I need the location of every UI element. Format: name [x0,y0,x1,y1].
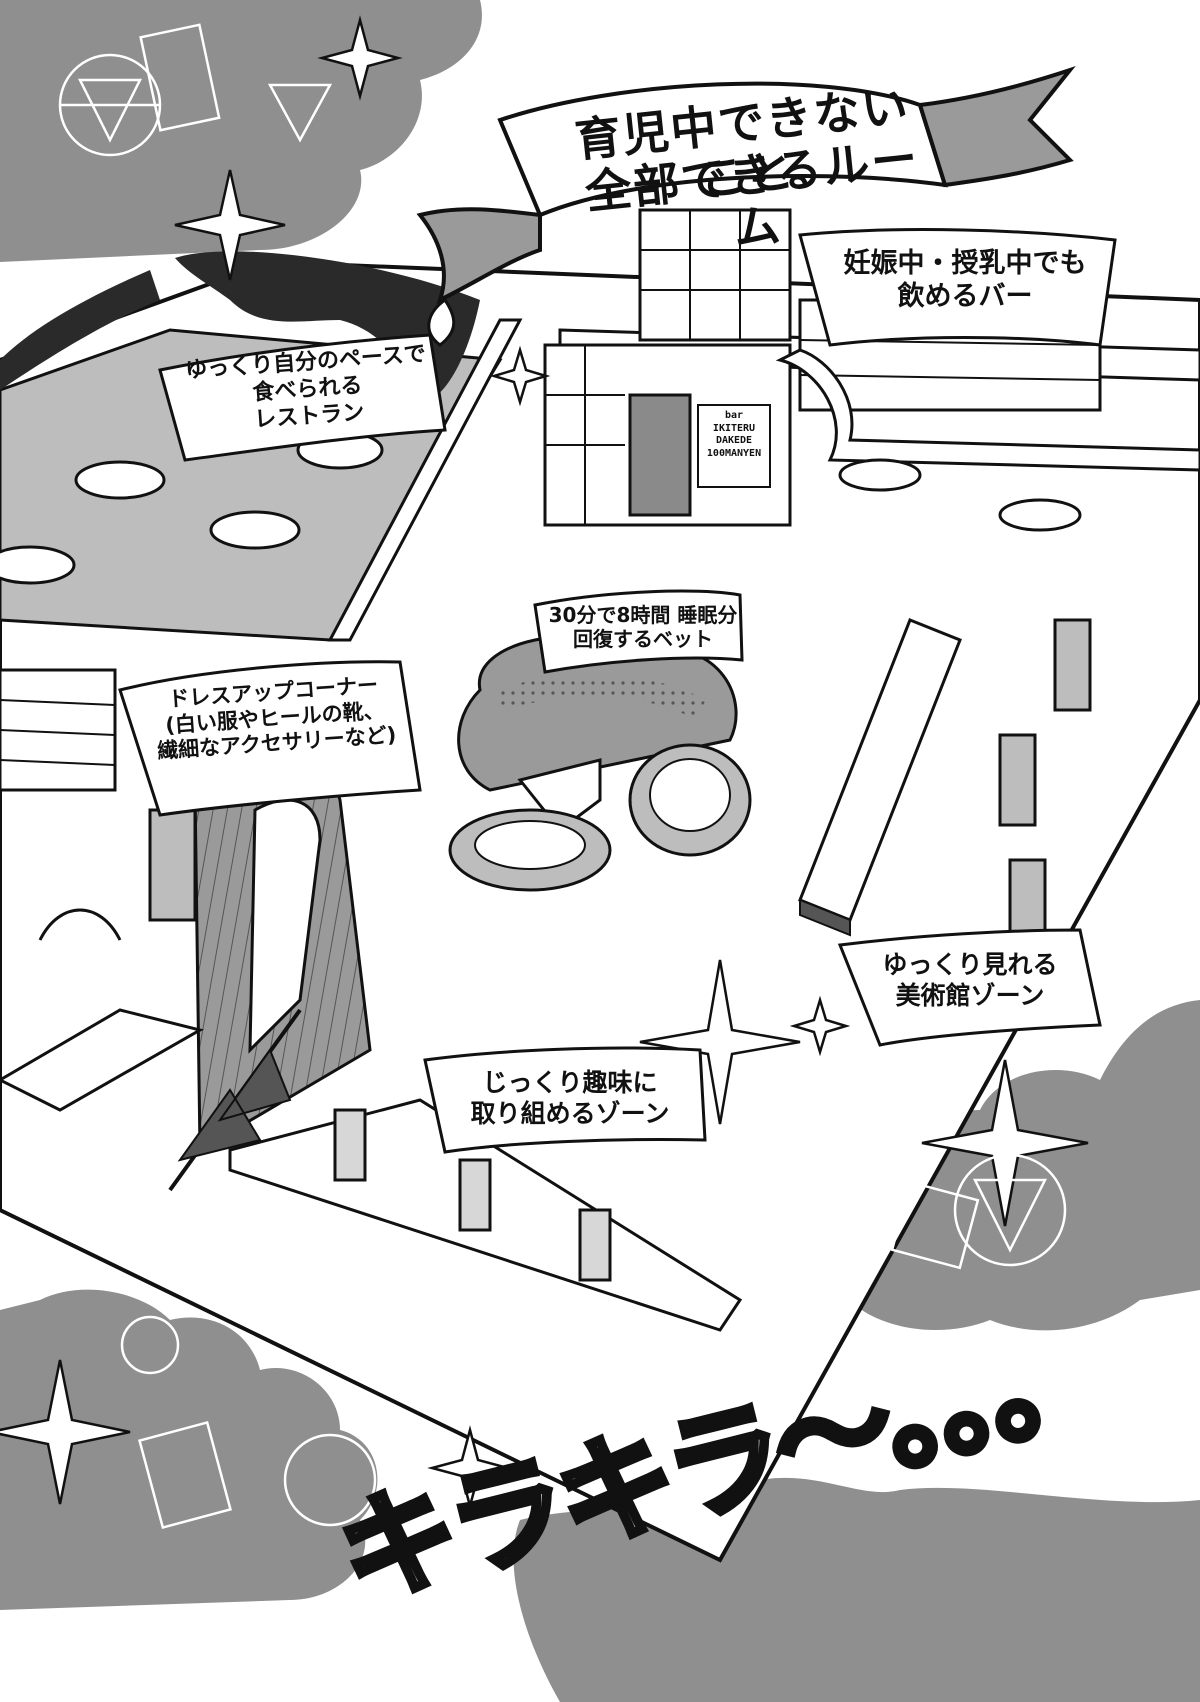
scroll-bar [798,228,1117,347]
dresser-table [0,1008,204,1112]
scroll-restaurant [158,333,447,462]
bar-shelves-back [638,208,792,342]
hobby-partition [333,1108,367,1182]
gem-icons [58,23,1067,1530]
scroll-dressup [118,660,422,817]
bar-sign: bar IKITERU DAKEDE 100MANYEN [706,410,762,459]
bar-sign-board [697,404,771,488]
cloud-bottom-left [0,1289,378,1610]
bar-door [628,393,692,517]
museum-painting [1053,618,1092,712]
wall-restaurant [327,318,523,642]
scroll-hobby [423,1046,707,1154]
label-museum: ゆっくり見れる 美術館ゾーン [882,950,1058,1010]
dressup-door [148,808,197,922]
label-bar: 妊娠中・授乳中でも 飲めるバー [843,248,1087,312]
scroll-bed [533,589,744,674]
label-hobby: じっくり趣味に 取り組めるゾーン [470,1068,670,1128]
bar-counter [775,348,1200,472]
bar-table [838,458,922,492]
sparkle-icons [0,15,1089,1511]
label-restaurant: ゆっくり自分のペースで 食べられる レストラン [184,341,427,433]
scroll-museum [837,928,1102,1047]
label-bed: 30分で8時間 睡眠分 回復するベット [548,603,738,652]
